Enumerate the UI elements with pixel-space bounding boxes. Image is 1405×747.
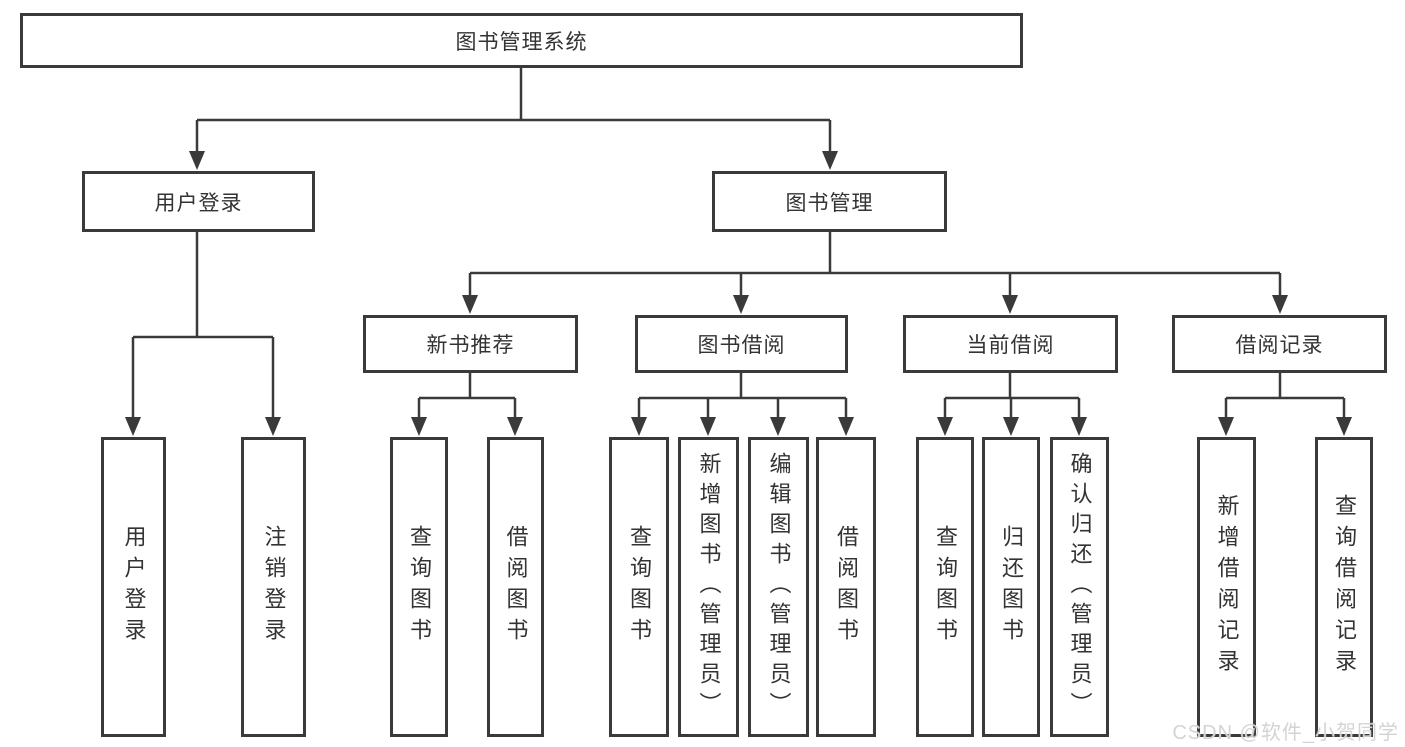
node-book-borrowing: 图书借阅 xyxy=(635,315,848,373)
leaf-logout: 注销登录 xyxy=(241,437,306,737)
node-user-login: 用户登录 xyxy=(82,171,315,232)
leaf-add-borrow-record: 新增借阅记录 xyxy=(1197,437,1256,737)
node-library-management-system: 图书管理系统 xyxy=(20,13,1023,68)
node-current-borrowing: 当前借阅 xyxy=(903,315,1118,373)
node-book-management: 图书管理 xyxy=(712,171,947,232)
leaf-query-books-recommend: 查询图书 xyxy=(390,437,448,737)
leaf-edit-books-admin: 编辑图书（管理员） xyxy=(748,437,809,737)
leaf-borrow-books-borrowing: 借阅图书 xyxy=(816,437,876,737)
leaf-user-login: 用户登录 xyxy=(101,437,166,737)
leaf-add-books-admin: 新增图书（管理员） xyxy=(678,437,739,737)
node-borrow-records: 借阅记录 xyxy=(1172,315,1387,373)
leaf-return-books: 归还图书 xyxy=(982,437,1040,737)
leaf-query-borrow-record: 查询借阅记录 xyxy=(1315,437,1373,737)
leaf-query-books-borrowing: 查询图书 xyxy=(609,437,669,737)
leaf-query-books-current: 查询图书 xyxy=(916,437,974,737)
leaf-confirm-return-admin: 确认归还（管理员） xyxy=(1050,437,1109,737)
leaf-borrow-books-recommend: 借阅图书 xyxy=(487,437,544,737)
node-new-book-recommend: 新书推荐 xyxy=(363,315,578,373)
